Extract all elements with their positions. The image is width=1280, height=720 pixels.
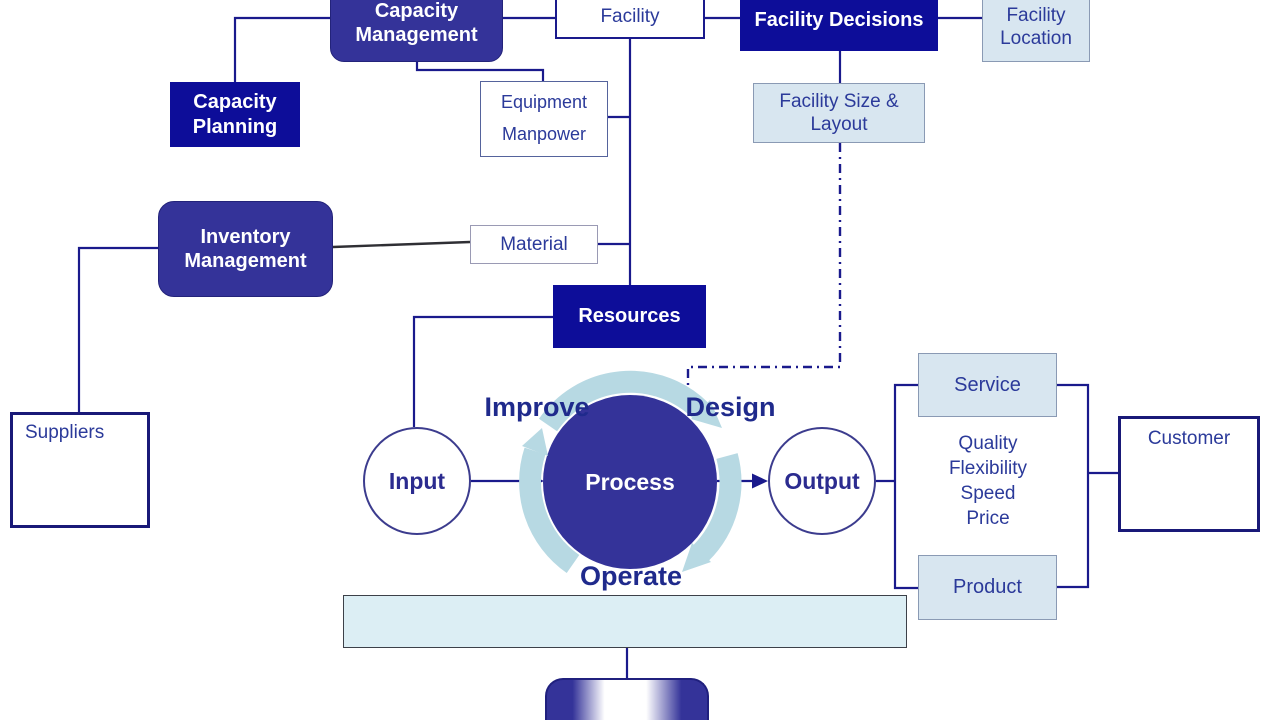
manpower-label: Manpower [501, 124, 587, 145]
bracket-right [1057, 383, 1090, 589]
service-box: Service [918, 353, 1057, 417]
equipment-label: Equipment [500, 92, 588, 113]
arrowhead-process-output-icon [752, 473, 768, 489]
output-circle: Output [768, 427, 876, 535]
attribute-price: Price [966, 508, 1010, 529]
facility-location-box: Facility Location [982, 0, 1090, 62]
product-box: Product [918, 555, 1057, 620]
bottom-partial-box [545, 678, 709, 720]
equipment-manpower-box: Equipment Manpower [480, 81, 608, 157]
performance-attributes: Quality Flexibility Speed Price [918, 431, 1058, 531]
material-box: Material [470, 225, 598, 264]
design-label: Design [685, 392, 776, 422]
facility-decisions-box: Facility Decisions [740, 0, 938, 51]
suppliers-box: Suppliers [10, 412, 150, 528]
facility-box: Facility [555, 0, 705, 39]
input-circle: Input [363, 427, 471, 535]
connector-inventory-suppliers [77, 246, 158, 412]
attribute-flexibility: Flexibility [948, 458, 1028, 479]
attribute-quality: Quality [958, 433, 1018, 454]
dashdot-sizelayout-design [686, 143, 842, 402]
capacity-management-box: Capacity Management [330, 0, 503, 62]
connector-capmgmt-capplanning [233, 16, 330, 82]
bottom-bar [343, 595, 907, 648]
connector-capmgmt-equipment [415, 62, 545, 81]
attribute-speed: Speed [960, 483, 1016, 504]
operate-label: Operate [579, 561, 683, 591]
bracket-left [893, 383, 918, 590]
connector-inventory-material [332, 240, 471, 249]
arrowhead-input-process-icon [528, 473, 544, 489]
resources-box: Resources [553, 285, 706, 348]
capacity-planning-box: Capacity Planning [170, 82, 300, 147]
improve-label: Improve [484, 392, 590, 422]
facility-size-layout-box: Facility Size & Layout [753, 83, 925, 143]
customer-box: Customer [1118, 416, 1260, 532]
inventory-management-box: Inventory Management [158, 201, 333, 297]
cycle-arrowhead-left-icon [522, 428, 548, 456]
